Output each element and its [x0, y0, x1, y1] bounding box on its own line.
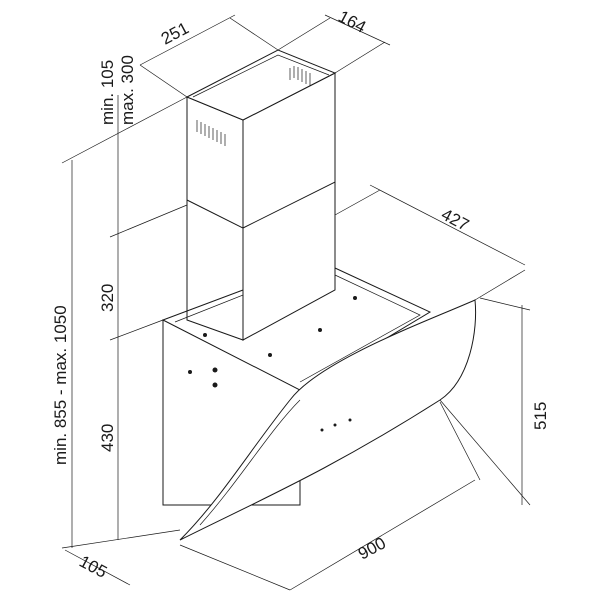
- dim-total-height: min. 855 - max. 1050: [51, 305, 70, 465]
- dim-chimney-top-max: max. 300: [118, 55, 137, 125]
- dim-hood-depth: 427: [438, 205, 472, 235]
- upper-chimney: [185, 49, 337, 233]
- dim-chimney-width: 251: [158, 18, 192, 48]
- dim-chimney-top-min: min. 105: [98, 60, 117, 125]
- dim-width: 900: [355, 533, 389, 563]
- dim-body-height: 430: [98, 424, 117, 452]
- dim-glass-height: 515: [531, 402, 550, 430]
- dim-chimney-depth: 164: [335, 7, 369, 37]
- dimension-lines: [61, 14, 531, 591]
- dim-lower-chimney: 320: [98, 284, 117, 312]
- dim-wall-offset: 105: [76, 552, 110, 582]
